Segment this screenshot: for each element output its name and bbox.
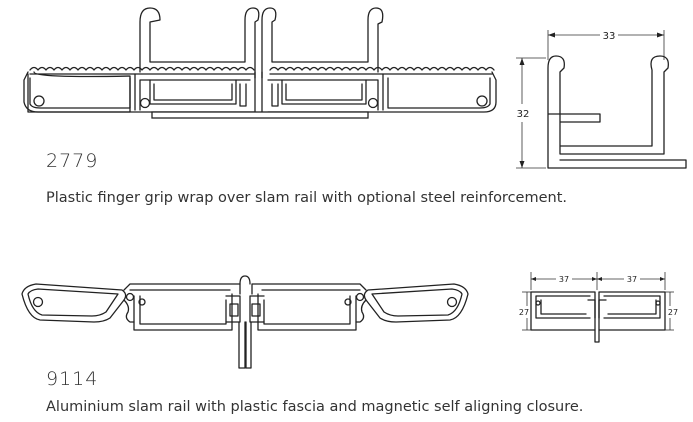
profile-2779-section xyxy=(23,7,497,119)
profile-9114-detail: 37 37 27 27 xyxy=(519,272,678,343)
dimension-left-37: 37 xyxy=(559,275,569,284)
product-code-9114: 9114 xyxy=(46,368,99,390)
dimension-right-27: 27 xyxy=(668,308,678,317)
dimension-32: 32 xyxy=(517,109,530,120)
caption-2779: Plastic finger grip wrap over slam rail … xyxy=(46,190,568,206)
profile-2779-detail: 33 32 xyxy=(516,30,687,169)
profile-9114-section xyxy=(21,275,469,369)
dimension-right-37: 37 xyxy=(627,275,637,284)
product-code-2779: 2779 xyxy=(46,150,99,172)
dimension-33: 33 xyxy=(603,31,616,42)
caption-9114: Aluminium slam rail with plastic fascia … xyxy=(46,399,584,415)
dimension-left-27: 27 xyxy=(519,308,529,317)
